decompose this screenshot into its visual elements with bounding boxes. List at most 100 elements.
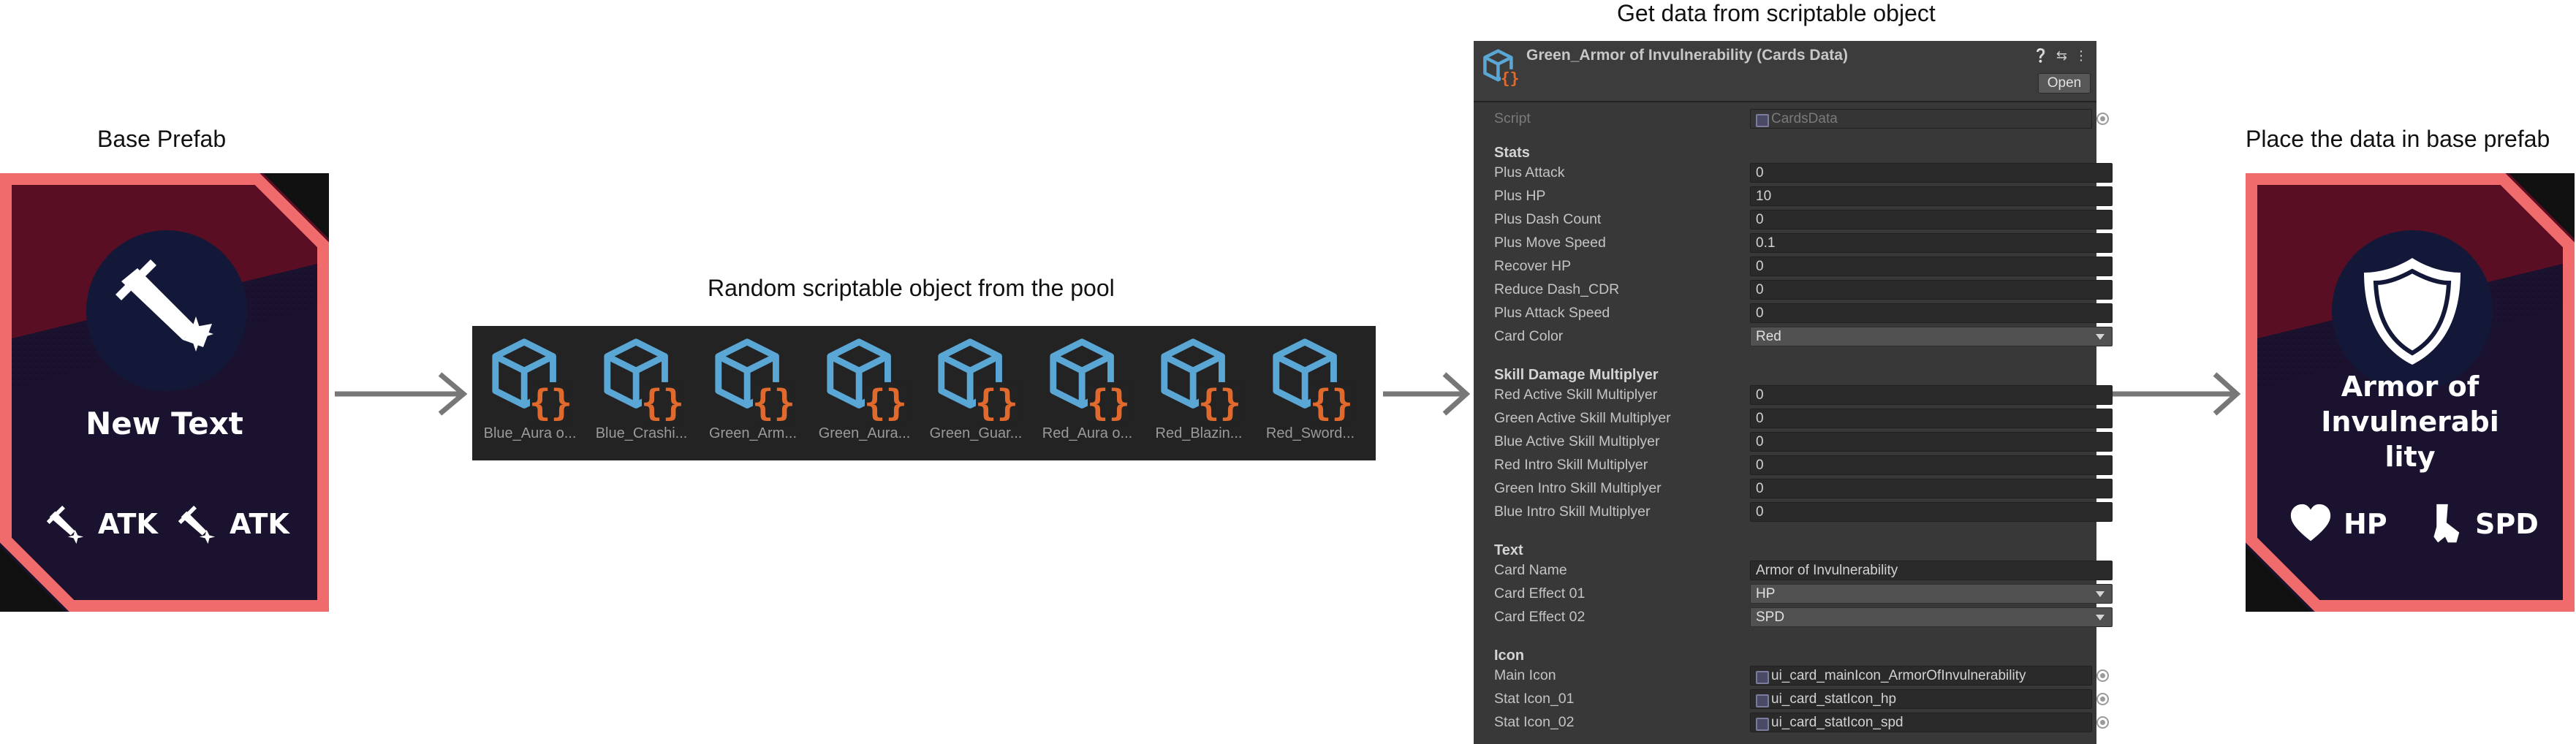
card-effect-01-row: Card Effect 01 HP bbox=[1494, 583, 2113, 605]
stat-field-input[interactable]: 0 bbox=[1750, 303, 2113, 323]
card-effect-02-label: Card Effect 02 bbox=[1494, 609, 1586, 625]
stats-header: Stats bbox=[1494, 145, 1530, 161]
svg-text:{}: {} bbox=[1501, 70, 1520, 88]
more-icon[interactable]: ⋮ bbox=[2075, 48, 2088, 63]
svg-text:{}: {} bbox=[863, 382, 906, 422]
stat-label-2: SPD bbox=[2475, 508, 2539, 540]
pool-item[interactable]: {}Green_Aura... bbox=[810, 326, 920, 460]
stat-icon-01-row: Stat Icon_01 ui_card_statIcon_hp bbox=[1494, 688, 2109, 710]
object-picker-icon[interactable] bbox=[2096, 693, 2109, 705]
scriptable-object-icon: {} bbox=[1049, 338, 1130, 422]
scriptable-object-icon: {} bbox=[492, 338, 572, 422]
card-effect-02-row: Card Effect 02 SPD bbox=[1494, 607, 2113, 629]
boot-icon bbox=[2433, 504, 2460, 543]
pool-item-label: Red_Blazin... bbox=[1155, 425, 1243, 441]
stat-icon-01-label: Stat Icon_01 bbox=[1494, 691, 1575, 707]
stat-field-input[interactable]: 0 bbox=[1750, 257, 2113, 276]
skill-field-input[interactable]: 0 bbox=[1750, 479, 2113, 498]
stat-field-label: Plus HP bbox=[1494, 188, 1546, 204]
arrow-to-pool bbox=[335, 372, 468, 416]
card-effect-01-label: Card Effect 01 bbox=[1494, 585, 1586, 601]
skill-header: Skill Damage Multiplyer bbox=[1494, 367, 1659, 383]
pool-title: Random scriptable object from the pool bbox=[708, 275, 1115, 301]
skill-row: Blue Active Skill Multiplyer 0 bbox=[1494, 431, 2113, 453]
sword-icon bbox=[46, 505, 84, 544]
help-icon[interactable]: ❔ bbox=[2032, 48, 2049, 63]
card-effect-01-dropdown[interactable]: HP bbox=[1750, 584, 2113, 604]
object-picker-icon[interactable] bbox=[2096, 716, 2109, 729]
scriptable-object-icon: {} bbox=[1272, 338, 1353, 422]
arrow-to-inspector bbox=[1383, 372, 1471, 416]
stats-row: Recover HP 0 bbox=[1494, 256, 2113, 278]
stat-field-input[interactable]: 0.1 bbox=[1750, 233, 2113, 253]
stat-field-label: Recover HP bbox=[1494, 258, 1572, 274]
stat-field-label: Plus Move Speed bbox=[1494, 235, 1606, 251]
pool-item-label: Blue_Aura o... bbox=[483, 425, 577, 441]
stat-field-input[interactable]: 10 bbox=[1750, 186, 2113, 206]
pool-item-label: Green_Guar... bbox=[929, 425, 1023, 441]
pool-item-label: Red_Sword... bbox=[1265, 425, 1355, 441]
svg-text:{}: {} bbox=[1309, 382, 1352, 422]
pool-item[interactable]: {}Red_Aura o... bbox=[1033, 326, 1143, 460]
stat-slot-1: ATK bbox=[42, 495, 158, 553]
stat-icon-02-field[interactable]: ui_card_statIcon_spd bbox=[1750, 713, 2092, 732]
icon-header: Icon bbox=[1494, 648, 1525, 664]
skill-field-input[interactable]: 0 bbox=[1750, 455, 2113, 475]
object-picker-icon[interactable] bbox=[2096, 669, 2109, 682]
skill-row: Green Active Skill Multiplyer 0 bbox=[1494, 408, 2113, 430]
scriptable-object-icon: {} bbox=[715, 338, 795, 422]
stat-field-input[interactable]: 0 bbox=[1750, 280, 2113, 300]
script-field: CardsData bbox=[1750, 109, 2092, 129]
stat-slot-2: SPD bbox=[2420, 495, 2539, 553]
stat-field-input[interactable]: 0 bbox=[1750, 163, 2113, 183]
pool-item[interactable]: {}Red_Blazin... bbox=[1144, 326, 1254, 460]
settings-icon[interactable]: ⇆ bbox=[2056, 48, 2067, 63]
scriptable-object-icon: {} bbox=[1483, 49, 1520, 88]
object-picker-icon[interactable] bbox=[2096, 113, 2109, 125]
skill-field-input[interactable]: 0 bbox=[1750, 385, 2113, 405]
inspector-header: {} Green_Armor of Invulnerability (Cards… bbox=[1474, 41, 2096, 102]
stats-row: Plus HP 10 bbox=[1494, 186, 2113, 208]
stat-slot-1: HP bbox=[2288, 495, 2387, 553]
inspector-panel: {} Green_Armor of Invulnerability (Cards… bbox=[1474, 41, 2113, 744]
stat-field-input[interactable]: 0 bbox=[1750, 210, 2113, 229]
skill-field-label: Green Active Skill Multiplyer bbox=[1494, 410, 1671, 426]
pool-item[interactable]: {} Blue_Aura o... bbox=[475, 326, 585, 460]
skill-field-input[interactable]: 0 bbox=[1750, 409, 2113, 428]
arrow-to-result bbox=[2104, 372, 2241, 416]
card-name-line-3: lity bbox=[2384, 441, 2436, 473]
pool-item[interactable]: {}Blue_Crashi... bbox=[587, 326, 697, 460]
stat-field-label: Plus Attack Speed bbox=[1494, 305, 1610, 321]
card-effect-02-dropdown[interactable]: SPD bbox=[1750, 607, 2113, 627]
svg-text:{}: {} bbox=[752, 382, 795, 422]
pool-item[interactable]: {} Green_Guar... bbox=[921, 326, 1031, 460]
base-prefab-title: Base Prefab bbox=[97, 126, 227, 152]
sword-icon bbox=[115, 259, 213, 352]
skill-field-label: Red Active Skill Multiplyer bbox=[1494, 387, 1658, 403]
svg-text:{}: {} bbox=[529, 382, 572, 422]
card-name-field[interactable]: Armor of Invulnerability bbox=[1750, 561, 2113, 580]
stat-icon-01-field[interactable]: ui_card_statIcon_hp bbox=[1750, 689, 2092, 709]
scriptable-object-icon: {} bbox=[938, 338, 1018, 422]
skill-field-input[interactable]: 0 bbox=[1750, 502, 2113, 522]
skill-row: Red Active Skill Multiplyer 0 bbox=[1494, 384, 2113, 406]
main-icon-field[interactable]: ui_card_mainIcon_ArmorOfInvulnerability bbox=[1750, 666, 2092, 686]
script-label: Script bbox=[1494, 110, 1531, 126]
pool-item[interactable]: {} Red_Sword... bbox=[1256, 326, 1365, 460]
scriptable-object-pool: {}Blue_Aura o...{}Blue_Crashi...{}Green_… bbox=[472, 326, 1376, 460]
stat-icon-02-row: Stat Icon_02 ui_card_statIcon_spd bbox=[1494, 712, 2109, 734]
card-color-dropdown[interactable]: Red bbox=[1750, 327, 2113, 346]
main-icon-row: Main Icon ui_card_mainIcon_ArmorOfInvuln… bbox=[1494, 665, 2109, 687]
scriptable-object-icon: {} bbox=[826, 338, 907, 422]
card-name-line-2: Invulnerabi bbox=[2321, 406, 2499, 438]
skill-field-input[interactable]: 0 bbox=[1750, 432, 2113, 452]
get-data-title: Get data from scriptable object bbox=[1617, 0, 1936, 26]
open-button[interactable]: Open bbox=[2038, 73, 2091, 94]
pool-item[interactable]: {}Green_Arm... bbox=[698, 326, 808, 460]
stat-slot-2: ATK bbox=[174, 495, 289, 553]
skill-field-label: Blue Active Skill Multiplyer bbox=[1494, 433, 1660, 449]
